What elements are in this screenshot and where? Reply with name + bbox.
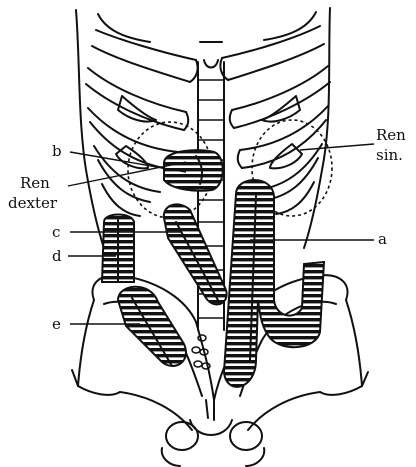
label-c: c [52,223,60,241]
label-d: d [52,247,62,265]
label-b: b [52,142,62,160]
label-ren-sin-line1: Ren [376,126,406,144]
ribcage [76,8,330,248]
label-e: e [52,315,61,333]
label-ren-dexter-line2: dexter [8,194,58,212]
organ-c-colon [164,204,227,304]
organ-d-colon [102,215,134,283]
organ-a-colon [224,180,324,387]
label-ren-dexter-line1: Ren [20,174,50,192]
organ-e-colon [118,287,186,366]
label-ren-sin-line2: sin. [376,146,403,164]
label-a: a [378,230,387,248]
